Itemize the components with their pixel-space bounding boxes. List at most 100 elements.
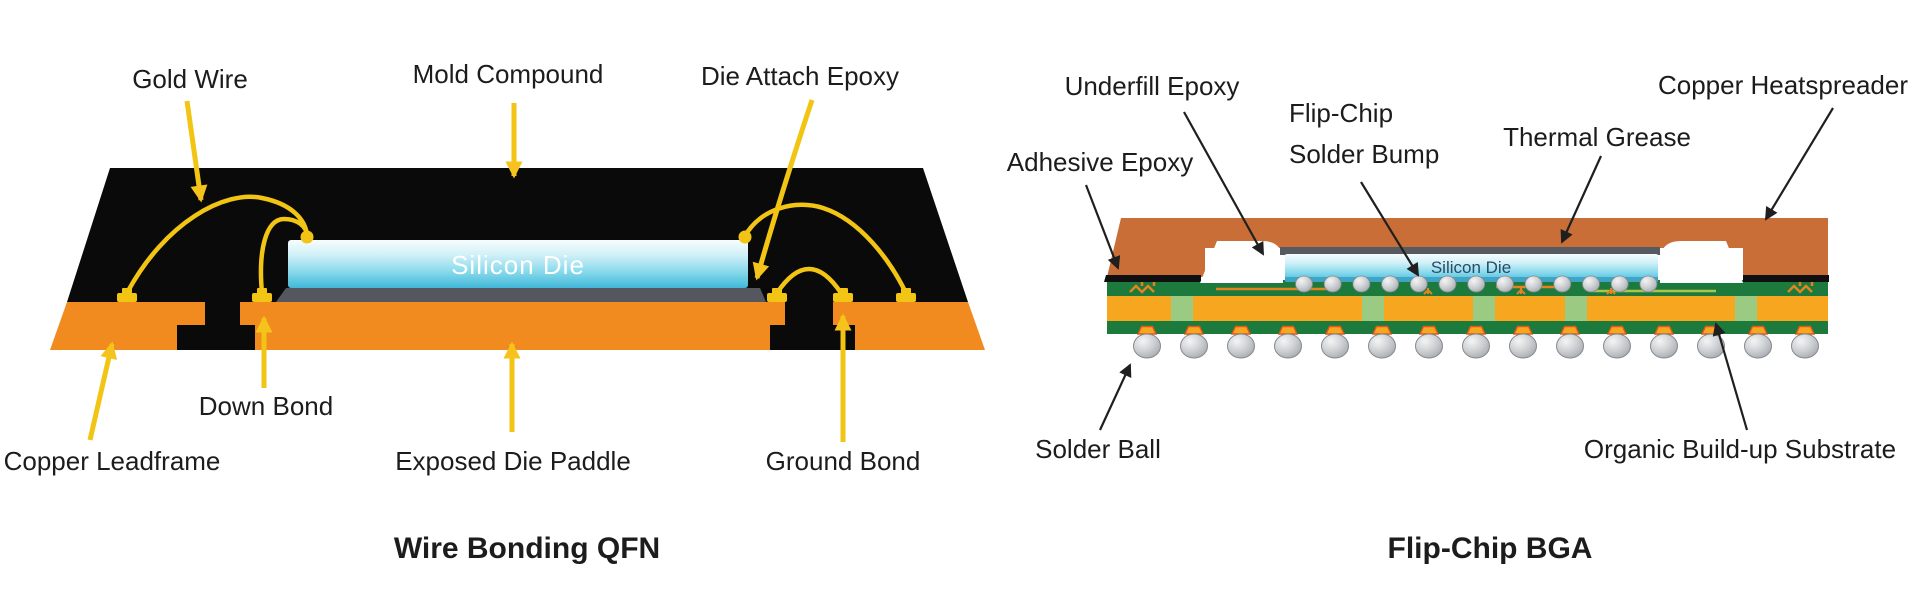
flip-chip-bga-diagram: Silicon Die Underfill Epoxy Adhesive Epo… <box>1007 70 1909 565</box>
bond-pad <box>767 293 787 302</box>
solder-balls <box>1133 325 1819 359</box>
ball-pad <box>1747 325 1769 335</box>
substrate-vias <box>1171 296 1757 321</box>
solder-ball-label: Solder Ball <box>1035 434 1161 464</box>
solder-ball <box>1650 333 1678 359</box>
thermal-grease-shape <box>1280 247 1660 255</box>
ball-pad <box>1465 325 1487 335</box>
solder-ball <box>1180 333 1208 359</box>
flip-chip-solder-bumps <box>1295 275 1658 293</box>
micro-via-symbol <box>1423 288 1433 295</box>
copper-heatspreader-arrow <box>1764 107 1834 221</box>
ball-pad <box>1136 325 1158 335</box>
flip-chip-solder-bump <box>1610 275 1629 293</box>
flip-chip-label-line2: Solder Bump <box>1289 139 1439 169</box>
adhesive-epoxy-right <box>1743 275 1829 282</box>
gold-wire-arrow <box>184 100 208 203</box>
flip-chip-solder-bump <box>1323 275 1342 293</box>
substrate-via <box>1362 296 1384 321</box>
micro-via-symbol <box>1606 288 1616 295</box>
substrate-copper-plane <box>1107 296 1828 321</box>
wire-bonding-qfn-diagram: Silicon Die <box>4 59 985 565</box>
underfill-epoxy-label: Underfill Epoxy <box>1065 71 1240 101</box>
substrate-arrow <box>1712 322 1749 431</box>
die-attach-epoxy-arrow <box>752 99 815 281</box>
bond-pad <box>117 293 137 302</box>
copper-leadframe-shape <box>50 302 985 350</box>
mold-compound-label: Mold Compound <box>413 59 604 89</box>
copper-heatspreader-label: Copper Heatspreader <box>1658 70 1908 100</box>
flip-chip-solder-bump <box>1467 275 1486 293</box>
solder-bump-arrow <box>1360 181 1420 277</box>
ball-pad <box>1794 325 1816 335</box>
micro-via-symbol <box>1516 288 1526 295</box>
twisted-pair-symbol <box>1129 282 1156 294</box>
flip-chip-solder-bump <box>1438 275 1457 293</box>
ball-pad <box>1277 325 1299 335</box>
flip-chip-solder-bump <box>1639 275 1658 293</box>
solder-ball <box>1697 333 1725 359</box>
gold-wire-label: Gold Wire <box>132 64 248 94</box>
adhesive-epoxy-left <box>1104 275 1201 282</box>
ground-bond-label: Ground Bond <box>766 446 921 476</box>
ball-pad <box>1371 325 1393 335</box>
leadframe-notch-right <box>770 302 855 350</box>
down-bond-wire <box>258 216 310 294</box>
ball-pad <box>1559 325 1581 335</box>
flip-chip-solder-bump <box>1295 275 1313 293</box>
qfn-silicon-die-shape <box>288 240 748 288</box>
die-bond-ball <box>300 230 314 244</box>
flip-chip-solder-bump <box>1582 275 1600 293</box>
flip-chip-solder-bump <box>1352 275 1371 293</box>
qfn-title: Wire Bonding QFN <box>394 532 660 565</box>
bond-pad <box>896 293 916 302</box>
solder-ball-arrow <box>1099 363 1132 431</box>
substrate-via <box>1473 296 1495 321</box>
solder-ball <box>1368 333 1396 359</box>
organic-substrate-label: Organic Build-up Substrate <box>1584 434 1896 464</box>
bond-pad <box>833 293 853 302</box>
solder-ball <box>1603 333 1631 359</box>
fcbga-silicon-die-shape <box>1285 254 1658 282</box>
adhesive-epoxy-label: Adhesive Epoxy <box>1007 147 1193 177</box>
ball-pad <box>1418 325 1440 335</box>
flip-chip-solder-bump <box>1553 275 1572 293</box>
flip-chip-solder-bump <box>1524 275 1543 293</box>
substrate-via <box>1171 296 1193 321</box>
solder-ball <box>1133 333 1161 359</box>
solder-ball <box>1556 333 1584 359</box>
substrate-via <box>1735 296 1757 321</box>
solder-ball <box>1744 333 1772 359</box>
substrate-via <box>1565 296 1587 321</box>
flip-chip-label-line1: Flip-Chip <box>1289 98 1393 128</box>
solder-ball <box>1415 333 1443 359</box>
gold-wires <box>125 194 909 295</box>
flip-chip-solder-bump <box>1496 275 1514 293</box>
solder-ball <box>1274 333 1302 359</box>
flip-chip-solder-bump <box>1409 275 1428 293</box>
solder-ball <box>1321 333 1349 359</box>
qfn-callout-arrows <box>87 99 852 442</box>
ball-pad <box>1324 325 1346 335</box>
ground-bond-wire <box>775 266 843 295</box>
fcbga-silicon-die-label: Silicon Die <box>1431 258 1511 277</box>
copper-leadframe-arrow <box>87 341 118 441</box>
gold-wire <box>743 202 909 294</box>
die-attach-epoxy-label: Die Attach Epoxy <box>701 61 899 91</box>
ball-pad <box>1606 325 1628 335</box>
down-bond-label: Down Bond <box>199 391 333 421</box>
fcbga-title: Flip-Chip BGA <box>1388 532 1593 565</box>
thermal-grease-arrow <box>1560 155 1603 244</box>
qfn-silicon-die-label: Silicon Die <box>451 250 585 280</box>
copper-leadframe-label: Copper Leadframe <box>4 446 221 476</box>
leadframe-notch-left <box>177 302 255 350</box>
thermal-grease-label: Thermal Grease <box>1503 122 1691 152</box>
solder-ball <box>1791 333 1819 359</box>
ball-pad <box>1183 325 1205 335</box>
exposed-die-paddle-label: Exposed Die Paddle <box>395 446 631 476</box>
flip-chip-solder-bump <box>1381 275 1399 293</box>
solder-ball <box>1227 333 1255 359</box>
underfill-epoxy-arrow <box>1183 111 1264 256</box>
